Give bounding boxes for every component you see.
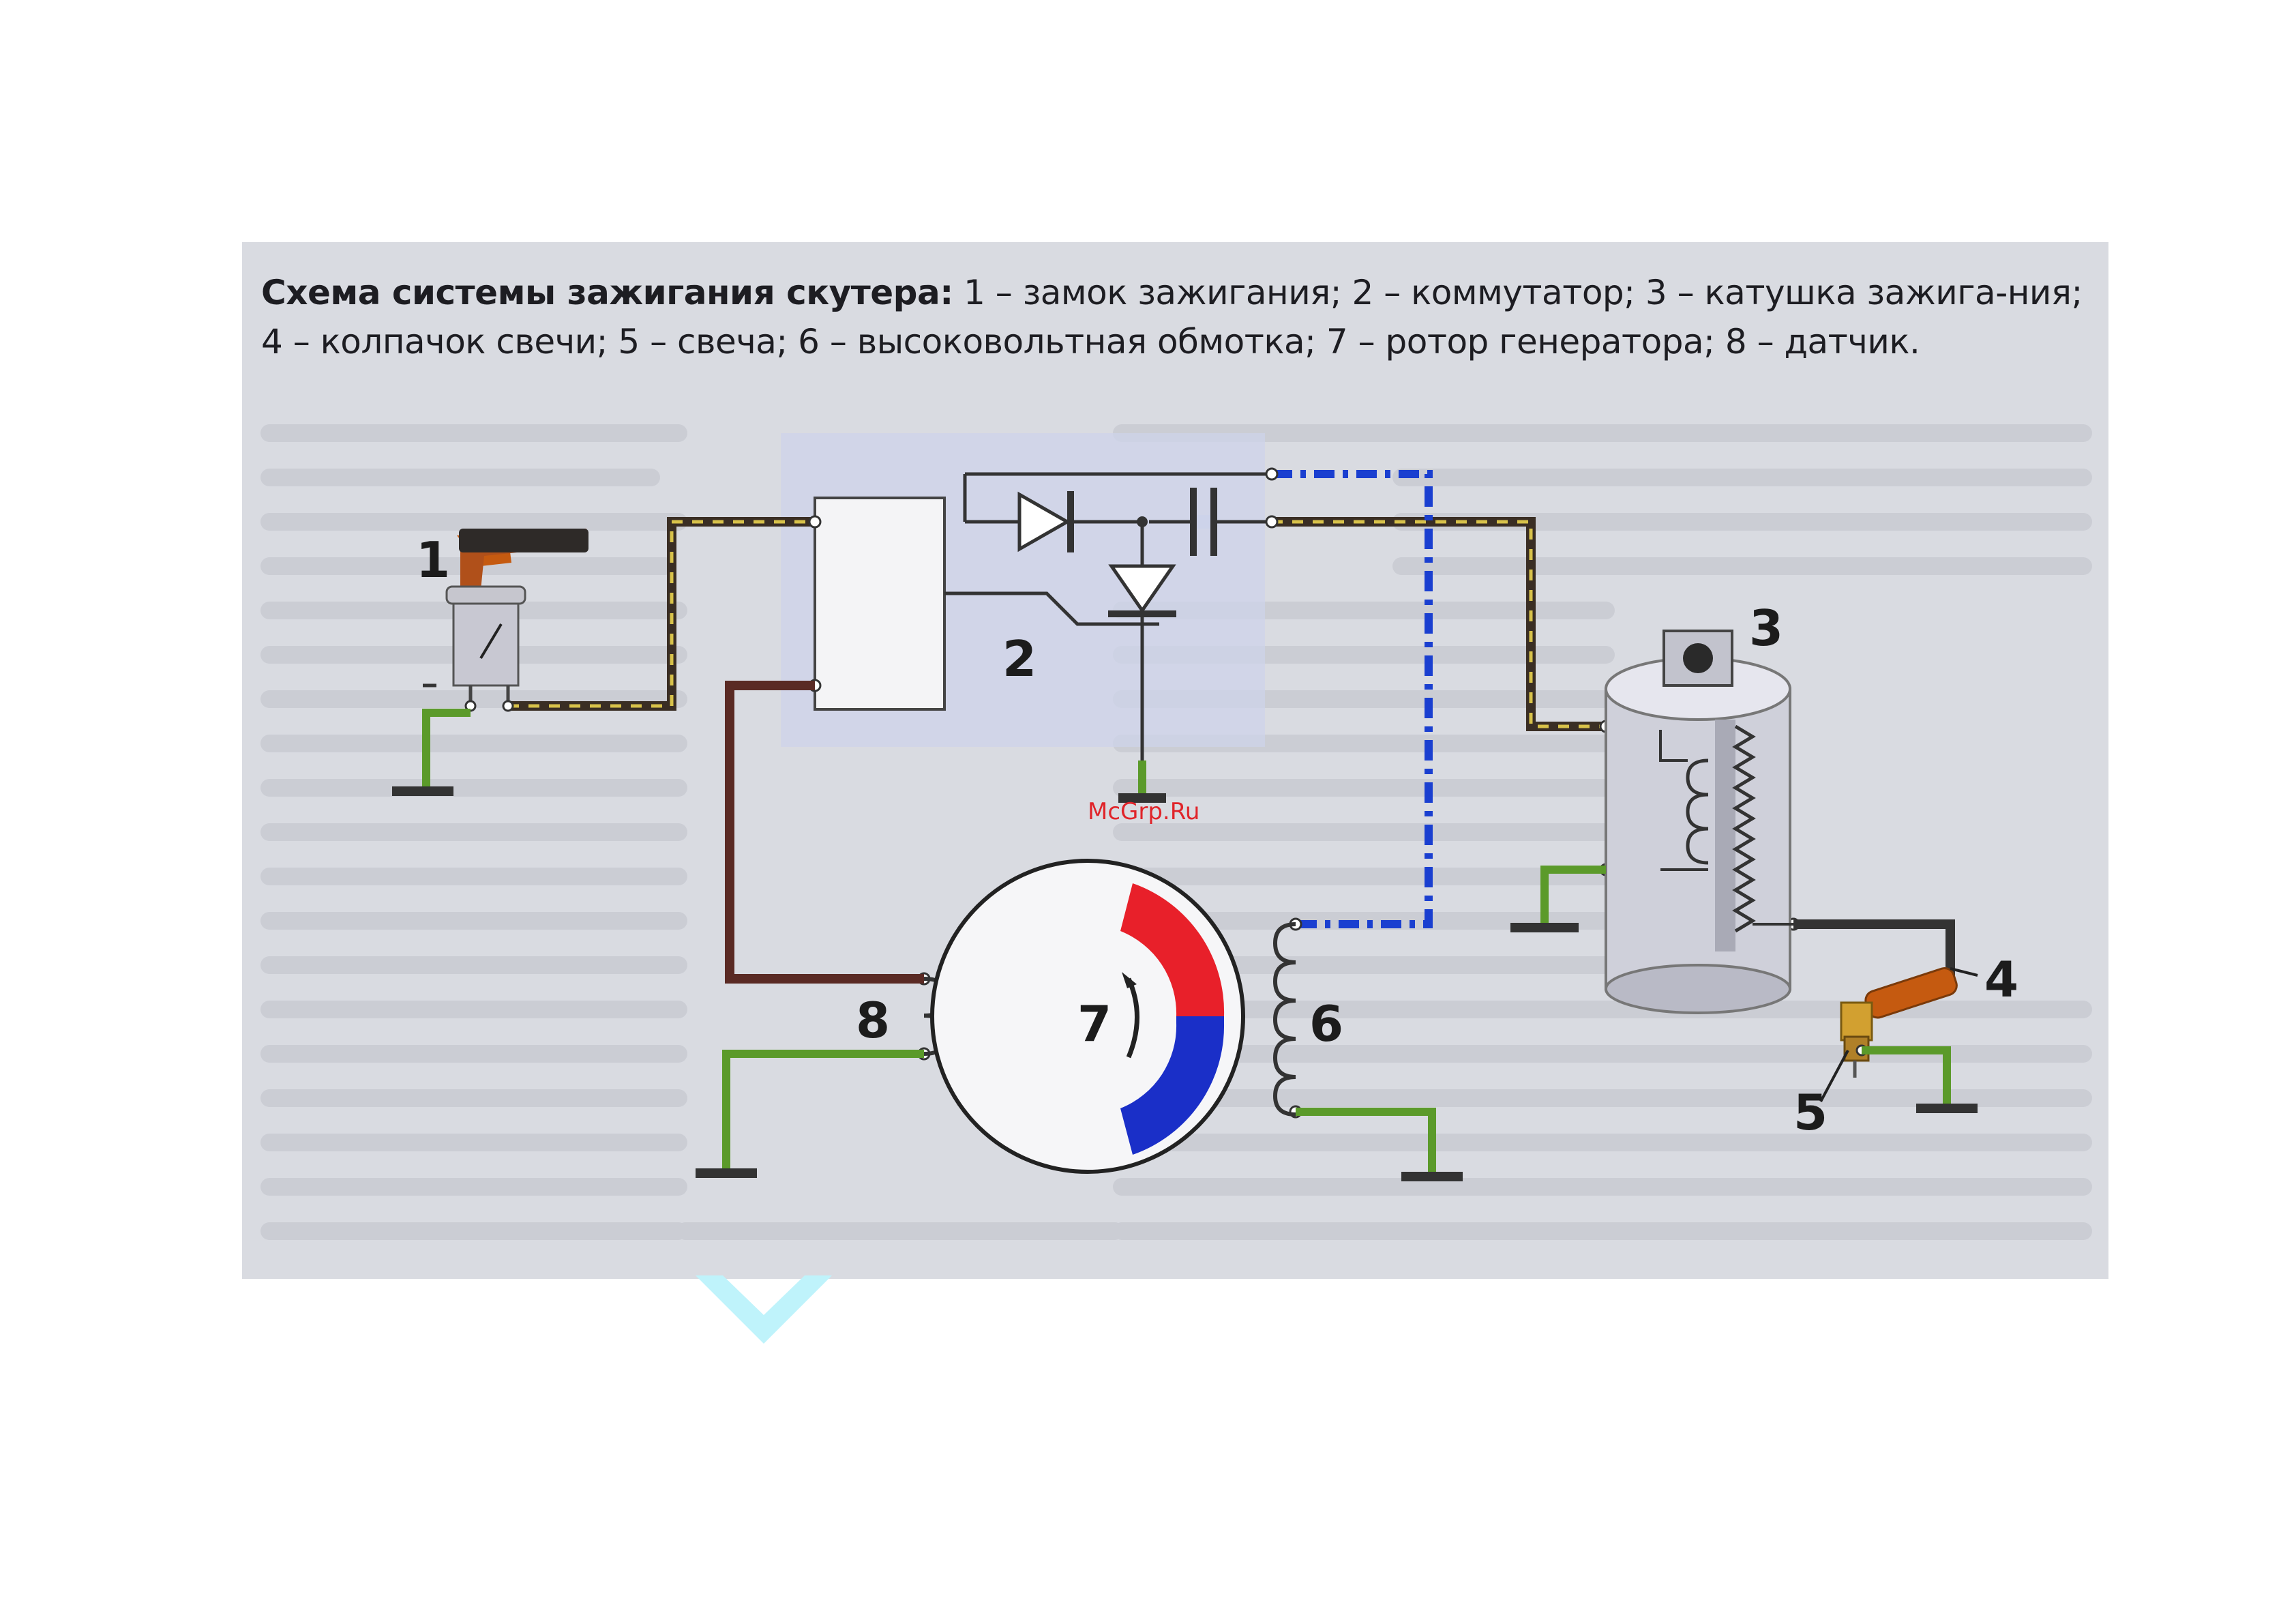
- label-4: 4: [1984, 955, 2018, 1004]
- ignition-coil-icon: [1606, 631, 1793, 1013]
- watermark: McGrp.Ru: [1088, 798, 1199, 825]
- label-1: 1: [416, 535, 450, 585]
- label-2: 2: [1002, 634, 1037, 683]
- figure-caption: Схема системы зажигания скутера: 1 – зам…: [261, 268, 2096, 366]
- scheme-figure: Схема системы зажигания скутера: 1 – зам…: [242, 242, 2108, 1279]
- caption-title: Схема системы зажигания скутера:: [261, 273, 953, 312]
- label-8: 8: [856, 996, 890, 1045]
- hv-winding-icon: [1275, 924, 1296, 1114]
- commutator-block: [815, 498, 944, 709]
- label-7: 7: [1077, 999, 1112, 1048]
- label-6: 6: [1309, 999, 1343, 1048]
- ignition-lock-icon: [447, 529, 588, 711]
- label-5: 5: [1793, 1088, 1828, 1137]
- chevron-down-icon[interactable]: [696, 1275, 832, 1350]
- wiring-diagram: [242, 242, 2108, 1279]
- label-3: 3: [1749, 604, 1783, 653]
- sensor-ground: [696, 1054, 924, 1173]
